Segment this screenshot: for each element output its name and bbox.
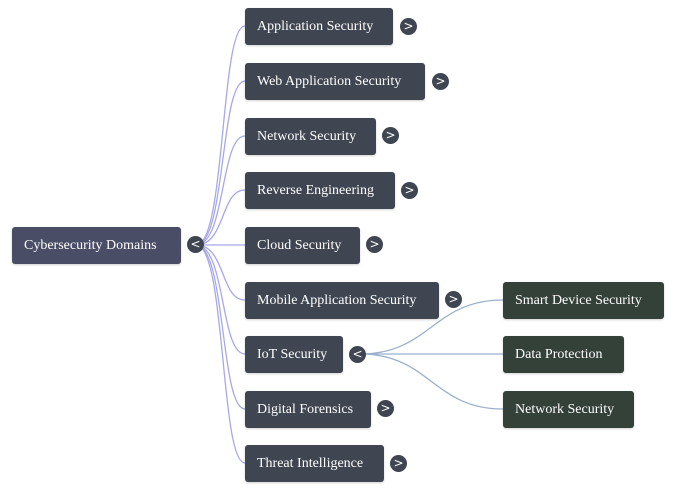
root-connector: [195, 244, 246, 355]
domain-node-threat-intelligence[interactable]: Threat Intelligence: [245, 445, 384, 482]
root-connector: [195, 135, 246, 246]
expand-toggle-digital-forensics[interactable]: >: [377, 400, 394, 417]
root-connector: [195, 244, 246, 464]
root-collapse-toggle[interactable]: <: [187, 236, 204, 253]
domain-node-network-security[interactable]: Network Security: [245, 118, 376, 155]
collapse-toggle-iot-security[interactable]: <: [349, 346, 366, 363]
leaf-node-label: Smart Device Security: [515, 292, 642, 308]
expand-toggle-reverse-engineering[interactable]: >: [401, 182, 418, 199]
domain-node-reverse-engineering[interactable]: Reverse Engineering: [245, 172, 395, 209]
root-node-cybersecurity-domains[interactable]: Cybersecurity Domains: [12, 227, 181, 264]
expand-toggle-cloud-security[interactable]: >: [366, 236, 383, 253]
domain-node-label: Web Application Security: [257, 73, 402, 89]
expand-toggle-mobile-application-security[interactable]: >: [445, 291, 462, 308]
domain-node-label: IoT Security: [257, 346, 328, 362]
expand-toggle-web-application-security[interactable]: >: [432, 73, 449, 90]
expand-toggle-network-security[interactable]: >: [382, 127, 399, 144]
domain-node-label: Mobile Application Security: [257, 292, 417, 308]
expand-toggle-threat-intelligence[interactable]: >: [390, 455, 407, 472]
domain-node-iot-security[interactable]: IoT Security: [245, 336, 343, 373]
domain-node-label: Reverse Engineering: [257, 182, 375, 198]
domain-node-label: Cloud Security: [257, 237, 342, 253]
leaf-node-label: Network Security: [515, 401, 615, 417]
domain-node-mobile-application-security[interactable]: Mobile Application Security: [245, 282, 439, 319]
domain-node-label: Application Security: [257, 18, 374, 34]
domain-node-cloud-security[interactable]: Cloud Security: [245, 227, 360, 264]
domain-node-label: Network Security: [257, 128, 357, 144]
leaf-node-data-protection[interactable]: Data Protection: [503, 336, 624, 373]
root-connector: [195, 189, 246, 246]
leaf-node-label: Data Protection: [515, 346, 603, 362]
leaf-node-smart-device-security[interactable]: Smart Device Security: [503, 282, 664, 319]
domain-node-web-application-security[interactable]: Web Application Security: [245, 63, 425, 100]
iot-connector: [359, 353, 504, 410]
expand-toggle-application-security[interactable]: >: [400, 18, 417, 35]
domain-node-digital-forensics[interactable]: Digital Forensics: [245, 391, 371, 428]
leaf-node-network-security[interactable]: Network Security: [503, 391, 634, 428]
domain-node-label: Digital Forensics: [257, 401, 354, 417]
domain-node-application-security[interactable]: Application Security: [245, 8, 393, 45]
domain-node-label: Threat Intelligence: [257, 455, 364, 471]
iot-connector: [359, 299, 504, 355]
root-connector: [195, 244, 246, 410]
root-connector: [195, 244, 246, 301]
root-connector: [195, 80, 246, 246]
root-connector: [195, 25, 246, 246]
root-node-label: Cybersecurity Domains: [24, 237, 157, 253]
